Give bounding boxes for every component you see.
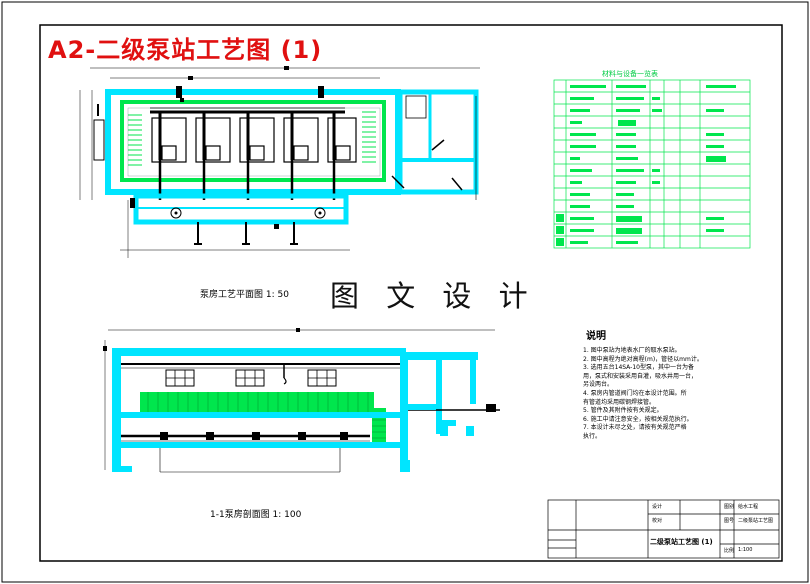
note-line: 执行。 [583, 432, 602, 440]
tb-cell: 比例 [724, 548, 735, 554]
notes-list: 1. 图中泵站为地表水厂的取水泵站。 2. 图中高程为绝对高程(m)，管径以mm… [583, 347, 763, 442]
note-line: 另设两台。 [583, 381, 614, 389]
equipment-table [553, 79, 751, 249]
section-caption: 1-1泵房剖面图 1: 100 [210, 510, 302, 520]
note-line: 4. 泵房内管道阀门均在本设计范围。所 [583, 389, 687, 397]
tb-cell: 1:100 [738, 547, 753, 553]
tb-cell: 图别 [724, 504, 735, 510]
sheet-title: A2-二级泵站工艺图 (1) [48, 36, 323, 64]
note-line: 5. 管件及其附件按有关规定。 [583, 407, 663, 415]
tb-cell: 校对 [652, 518, 663, 524]
tb-cell: 图号 [724, 518, 735, 524]
equipment-table-title: 材料与设备一览表 [602, 70, 658, 78]
note-line: 6. 施工中请注意安全，按相关规范执行。 [583, 415, 693, 423]
watermark-text: 图 文 设 计 [330, 279, 537, 313]
note-line: 有管道均采用碳钢焊接管。 [583, 398, 656, 406]
tb-cell: 给水工程 [738, 504, 759, 510]
inner-frame [39, 24, 783, 562]
title-block-grid [547, 499, 780, 559]
pump-house-plan [79, 66, 480, 258]
plan-caption: 泵房工艺平面图 1: 50 [200, 290, 289, 300]
drawing-name: 二级泵站工艺图 (1) [650, 538, 713, 546]
equipment-table-fill [556, 85, 736, 246]
note-line: 用，泵式和安装采用自灌，吸水井用一台， [583, 372, 698, 380]
pump-house-section [103, 328, 500, 473]
tb-cell: 设计 [652, 504, 663, 510]
note-line: 3. 选用五台14SA-10型泵，其中一台为备 [583, 364, 694, 372]
note-line: 1. 图中泵站为地表水厂的取水泵站。 [583, 347, 681, 354]
note-line: 2. 图中高程为绝对高程(m)，管径以mm计。 [583, 355, 703, 363]
notes-title: 说明 [586, 331, 606, 342]
note-line: 7. 本设计未尽之处，请按有关规范严格 [583, 424, 687, 432]
tb-cell: 二级泵站工艺图 [738, 518, 774, 524]
